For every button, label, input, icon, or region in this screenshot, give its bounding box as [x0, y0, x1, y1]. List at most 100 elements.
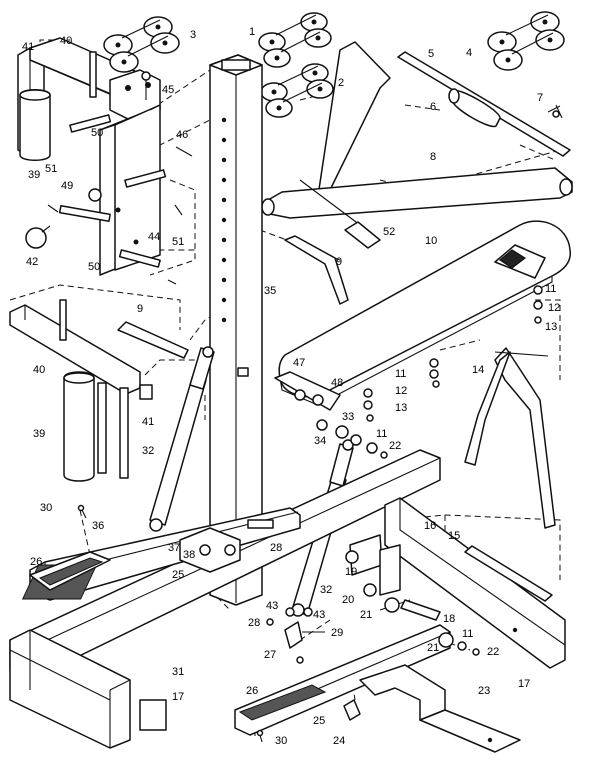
- label-22-lower: 22: [487, 646, 499, 658]
- label-40-upper: 40: [60, 35, 72, 47]
- label-51-lower: 51: [172, 236, 184, 248]
- press-arm-8: [261, 41, 573, 249]
- label-5: 5: [428, 48, 434, 60]
- leg-developer-lower: [9, 299, 153, 482]
- label-45: 45: [162, 84, 174, 96]
- label-10: 10: [425, 235, 437, 247]
- hardware-16-19-20-21-18: [345, 534, 480, 656]
- label-26-left: 26: [30, 556, 42, 568]
- label-21-lower: 21: [427, 642, 439, 654]
- label-48: 48: [331, 377, 343, 389]
- label-32-right: 32: [320, 584, 332, 596]
- label-7: 7: [537, 92, 543, 104]
- label-6: 6: [430, 101, 436, 113]
- label-4: 4: [466, 47, 472, 59]
- label-17-left: 17: [172, 691, 184, 703]
- label-2: 2: [338, 77, 344, 89]
- label-38: 38: [183, 549, 195, 561]
- hardware-11-12-13-right: [533, 285, 543, 324]
- label-11-lower: 11: [376, 428, 387, 440]
- label-43-right: 43: [313, 609, 325, 621]
- label-29: 29: [331, 627, 343, 639]
- label-25-lower: 25: [313, 715, 325, 727]
- label-11-right: 11: [545, 283, 556, 295]
- label-3: 3: [190, 29, 196, 41]
- cylinder-32-left: [149, 346, 215, 532]
- pulley-assembly-4: [487, 11, 565, 71]
- pin-9-lower: [117, 321, 189, 359]
- label-28-lower: 28: [248, 617, 260, 629]
- label-34: 34: [314, 435, 326, 447]
- label-27: 27: [264, 649, 276, 661]
- label-8: 8: [430, 151, 436, 163]
- label-37: 37: [168, 542, 180, 554]
- label-42: 42: [26, 256, 38, 268]
- label-46: 46: [176, 129, 188, 141]
- label-11-bottom: 11: [462, 628, 473, 640]
- label-16: 16: [424, 520, 436, 532]
- base-frame: [9, 449, 566, 749]
- label-22-upper: 22: [389, 440, 401, 452]
- label-19: 19: [345, 566, 357, 578]
- label-51-upper: 51: [45, 163, 57, 175]
- pin-9-upper: [284, 235, 349, 305]
- main-post-35: [209, 54, 263, 606]
- label-24: 24: [333, 735, 345, 747]
- bracket-23: [359, 664, 521, 753]
- hardware-43-28-27-29: [266, 607, 325, 664]
- label-36: 36: [92, 520, 104, 532]
- label-40-lower: 40: [33, 364, 45, 376]
- screw-30-upper: [77, 504, 87, 519]
- label-26-front: 26: [246, 685, 258, 697]
- label-21-upper: 21: [360, 609, 372, 621]
- label-41-lower: 41: [142, 416, 154, 428]
- label-15: 15: [448, 530, 460, 542]
- hardware-33-34-11-22: [316, 419, 388, 459]
- pulley-assembly-2: [260, 63, 334, 118]
- pulley-assembly-3: [103, 16, 180, 73]
- label-41-upper: 41: [22, 41, 34, 53]
- label-50-lower: 50: [88, 261, 100, 273]
- label-25-upper: 25: [172, 569, 184, 581]
- label-33: 33: [342, 411, 354, 423]
- part-labels: 41 40 3 1 45 2 5 4 6 7 50 46 51 39 49 8 …: [22, 26, 560, 747]
- label-43-left: 43: [266, 600, 278, 612]
- label-32-left: 32: [142, 445, 154, 457]
- post-holes: [221, 117, 227, 323]
- bench-pad-10: [274, 220, 572, 411]
- label-39-upper: 39: [28, 169, 40, 181]
- label-1: 1: [249, 26, 255, 38]
- label-9-upper: 9: [336, 256, 342, 268]
- pulley-assembly-1: [258, 12, 332, 68]
- label-50-upper: 50: [91, 127, 103, 139]
- label-20: 20: [342, 594, 354, 606]
- label-52: 52: [383, 226, 395, 238]
- hardware-11-12-13-center: [363, 358, 440, 422]
- label-14: 14: [472, 364, 484, 376]
- label-17-right: 17: [518, 678, 530, 690]
- label-35: 35: [264, 285, 276, 297]
- knob-24: [343, 699, 361, 721]
- label-39-lower: 39: [33, 428, 45, 440]
- lat-bar-5: [397, 51, 571, 157]
- bracket-assembly-44: [47, 104, 193, 285]
- label-23: 23: [478, 685, 490, 697]
- label-12-center: 12: [395, 385, 407, 397]
- label-12-right: 12: [548, 302, 560, 314]
- label-44: 44: [148, 231, 160, 243]
- label-30-lower: 30: [275, 735, 287, 747]
- label-18: 18: [443, 613, 455, 625]
- leg-developer-upper: [17, 37, 161, 161]
- label-30-upper: 30: [40, 502, 52, 514]
- label-31: 31: [172, 666, 184, 678]
- knob-42: [25, 225, 51, 249]
- label-49: 49: [61, 180, 73, 192]
- label-13-right: 13: [545, 321, 557, 333]
- label-47: 47: [293, 357, 305, 369]
- label-9-lower: 9: [137, 303, 143, 315]
- pin-47: [237, 367, 249, 377]
- rear-leg-14: [464, 347, 556, 529]
- label-11-center: 11: [395, 368, 406, 380]
